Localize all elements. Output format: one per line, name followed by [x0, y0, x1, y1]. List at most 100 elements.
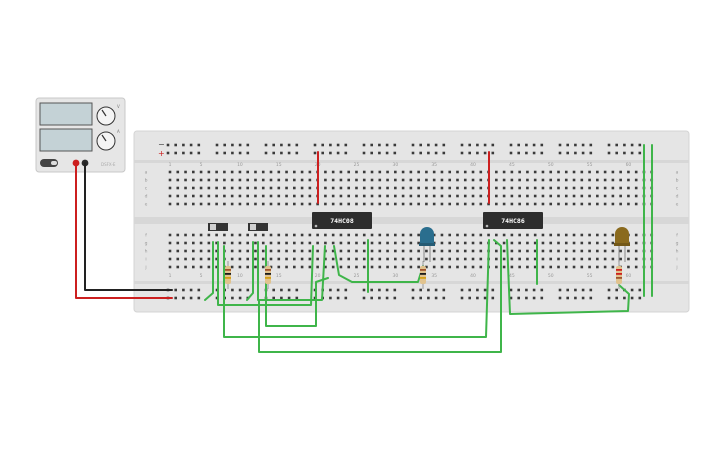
breadboard-hole[interactable] [517, 288, 520, 292]
breadboard-hole[interactable] [476, 143, 479, 147]
breadboard-hole[interactable] [495, 249, 498, 253]
breadboard-hole[interactable] [277, 265, 281, 269]
breadboard-hole[interactable] [370, 143, 373, 147]
breadboard-hole[interactable] [572, 178, 576, 182]
breadboard-hole[interactable] [370, 296, 373, 300]
breadboard-hole[interactable] [456, 194, 459, 198]
breadboard-hole[interactable] [168, 170, 172, 174]
breadboard-hole[interactable] [432, 170, 436, 174]
breadboard-hole[interactable] [448, 265, 452, 269]
breadboard-hole[interactable] [596, 186, 599, 190]
breadboard-hole[interactable] [471, 194, 475, 198]
breadboard-hole[interactable] [308, 202, 312, 206]
breadboard-hole[interactable] [230, 170, 234, 174]
breadboard-hole[interactable] [630, 151, 634, 155]
breadboard-hole[interactable] [588, 178, 591, 182]
breadboard-hole[interactable] [432, 194, 436, 198]
breadboard-hole[interactable] [336, 296, 340, 300]
breadboard-hole[interactable] [192, 202, 195, 206]
wire-sw1-to-xor[interactable] [223, 239, 490, 338]
breadboard-hole[interactable] [176, 178, 180, 182]
breadboard-hole[interactable] [425, 170, 428, 174]
breadboard-hole[interactable] [339, 265, 343, 269]
breadboard-hole[interactable] [370, 186, 374, 190]
breadboard-hole[interactable] [168, 186, 172, 190]
breadboard-hole[interactable] [199, 265, 203, 269]
breadboard-hole[interactable] [192, 178, 195, 182]
breadboard-hole[interactable] [502, 186, 506, 190]
breadboard-hole[interactable] [549, 170, 553, 174]
breadboard-hole[interactable] [238, 233, 242, 237]
breadboard-hole[interactable] [603, 186, 607, 190]
breadboard-hole[interactable] [347, 265, 351, 269]
breadboard-hole[interactable] [347, 233, 351, 237]
breadboard-hole[interactable] [541, 178, 545, 182]
breadboard-hole[interactable] [308, 265, 312, 269]
breadboard-hole[interactable] [557, 170, 560, 174]
breadboard-hole[interactable] [189, 288, 193, 292]
breadboard-hole[interactable] [456, 265, 459, 269]
breadboard-hole[interactable] [588, 249, 591, 253]
breadboard-hole[interactable] [510, 257, 514, 261]
breadboard-hole[interactable] [607, 143, 611, 147]
breadboard-hole[interactable] [272, 151, 275, 155]
breadboard-hole[interactable] [471, 202, 475, 206]
breadboard-hole[interactable] [231, 143, 234, 147]
breadboard-hole[interactable] [611, 202, 615, 206]
breadboard-hole[interactable] [541, 186, 545, 190]
breadboard-hole[interactable] [394, 202, 397, 206]
breadboard-hole[interactable] [619, 249, 622, 253]
breadboard-hole[interactable] [199, 233, 203, 237]
breadboard-hole[interactable] [557, 202, 560, 206]
breadboard-hole[interactable] [509, 143, 513, 147]
breadboard-hole[interactable] [417, 170, 420, 174]
breadboard-hole[interactable] [456, 241, 459, 245]
breadboard-hole[interactable] [448, 178, 452, 182]
breadboard-hole[interactable] [370, 257, 374, 261]
breadboard-hole[interactable] [419, 143, 422, 147]
breadboard-hole[interactable] [541, 170, 545, 174]
breadboard-hole[interactable] [596, 170, 599, 174]
breadboard-hole[interactable] [215, 202, 218, 206]
breadboard-hole[interactable] [168, 249, 172, 253]
breadboard-hole[interactable] [603, 265, 607, 269]
breadboard-hole[interactable] [558, 296, 562, 300]
breadboard-hole[interactable] [176, 265, 180, 269]
breadboard-hole[interactable] [619, 186, 622, 190]
breadboard-hole[interactable] [588, 265, 591, 269]
breadboard-hole[interactable] [580, 265, 584, 269]
breadboard-hole[interactable] [434, 296, 438, 300]
breadboard-hole[interactable] [526, 178, 529, 182]
breadboard-hole[interactable] [269, 178, 273, 182]
breadboard-hole[interactable] [479, 265, 483, 269]
breadboard-hole[interactable] [456, 178, 459, 182]
breadboard-hole[interactable] [230, 241, 234, 245]
breadboard-hole[interactable] [401, 202, 405, 206]
breadboard-hole[interactable] [230, 249, 234, 253]
breadboard-hole[interactable] [223, 233, 226, 237]
breadboard-hole[interactable] [321, 143, 324, 147]
breadboard-hole[interactable] [394, 249, 397, 253]
breadboard-hole[interactable] [574, 151, 577, 155]
breadboard-hole[interactable] [189, 143, 193, 147]
breadboard-hole[interactable] [293, 186, 296, 190]
wire-switch1-out[interactable] [217, 241, 314, 306]
breadboard-hole[interactable] [619, 257, 622, 261]
breadboard-hole[interactable] [238, 265, 242, 269]
breadboard-hole[interactable] [261, 194, 265, 198]
breadboard-hole[interactable] [627, 265, 630, 269]
breadboard-hole[interactable] [355, 249, 358, 253]
led-amber[interactable] [614, 227, 630, 262]
breadboard-hole[interactable] [378, 186, 382, 190]
breadboard-hole[interactable] [207, 265, 211, 269]
breadboard-hole[interactable] [468, 143, 471, 147]
breadboard-hole[interactable] [627, 170, 630, 174]
breadboard-hole[interactable] [419, 288, 422, 292]
breadboard-hole[interactable] [199, 241, 203, 245]
breadboard-hole[interactable] [362, 186, 366, 190]
breadboard-hole[interactable] [230, 233, 234, 237]
breadboard-hole[interactable] [603, 257, 607, 261]
breadboard-hole[interactable] [588, 186, 591, 190]
breadboard-hole[interactable] [168, 202, 172, 206]
breadboard-hole[interactable] [336, 288, 340, 292]
